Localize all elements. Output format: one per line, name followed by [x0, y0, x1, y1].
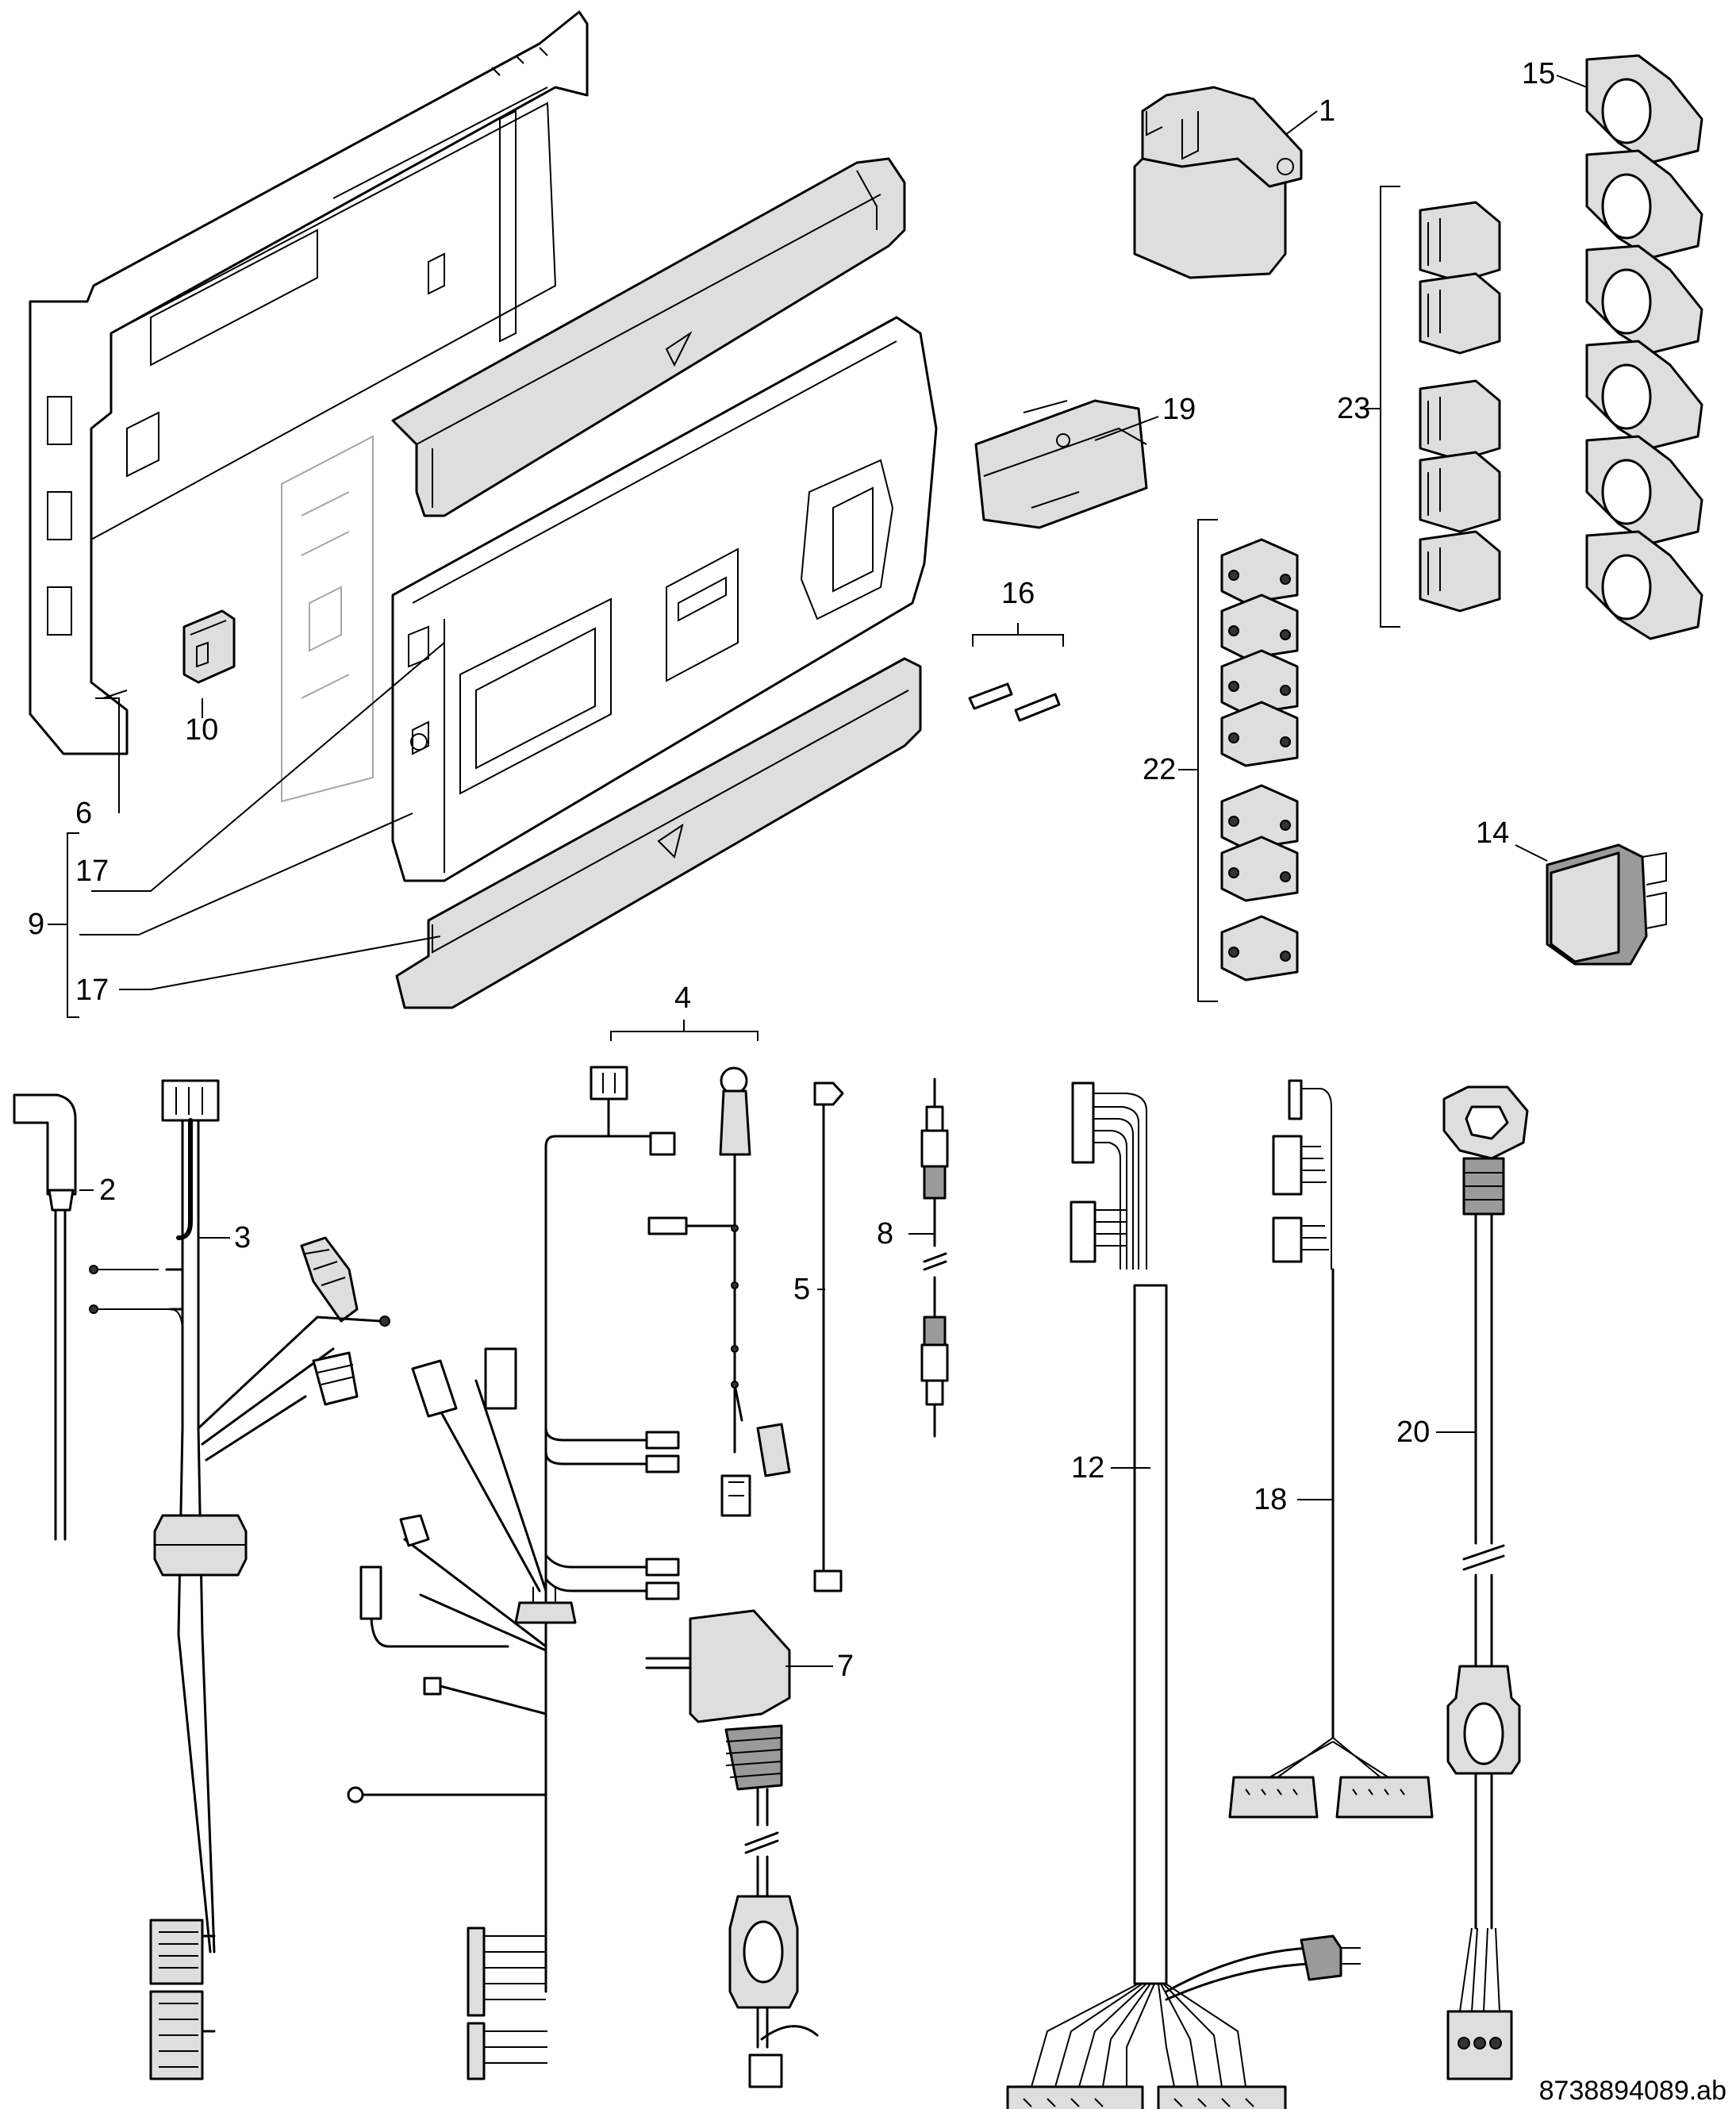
part-18-harness [1228, 1079, 1434, 1819]
part-22-connectors [1220, 538, 1299, 982]
callout-3: 3 [234, 1221, 251, 1254]
part-10-clip [182, 609, 236, 684]
callout-19: 19 [1162, 393, 1196, 426]
back-frame-housing [29, 10, 589, 803]
part-23-terminal-blocks [1419, 201, 1501, 613]
part-5-cable [813, 1081, 844, 1592]
part-15-cable-glands [1585, 54, 1703, 640]
part-20-cable [1442, 1085, 1529, 2080]
callout-6: 6 [75, 797, 92, 830]
callout-7: 7 [837, 1650, 854, 1683]
part-1-transformer [1133, 86, 1303, 279]
part-19-filter-block [974, 399, 1148, 529]
callout-8: 8 [877, 1217, 893, 1250]
part-14-rocker-switch [1546, 843, 1667, 966]
callout-22: 22 [1143, 753, 1176, 786]
part-8-cable [920, 1078, 949, 1438]
callout-16: 16 [1001, 577, 1035, 610]
callout-1: 1 [1319, 94, 1335, 128]
part-12-harness [1006, 1081, 1361, 2109]
callout-10: 10 [185, 713, 218, 747]
control-unit-main-body [391, 316, 938, 882]
part-16-fuses [968, 682, 1061, 722]
callout-17-upper: 17 [75, 855, 109, 888]
control-unit-cover-bottom [395, 657, 922, 1009]
callout-23: 23 [1337, 392, 1370, 425]
callout-20: 20 [1396, 1416, 1430, 1449]
callout-5: 5 [793, 1273, 810, 1306]
callout-9: 9 [28, 908, 44, 941]
callout-2: 2 [99, 1174, 116, 1207]
part-2-sensor [13, 1093, 77, 1541]
control-unit-cover-top [391, 157, 906, 517]
callout-14: 14 [1476, 816, 1509, 850]
callout-12: 12 [1071, 1451, 1104, 1485]
callout-18: 18 [1254, 1483, 1287, 1516]
callout-4: 4 [674, 982, 691, 1015]
callout-15: 15 [1522, 57, 1555, 90]
part-3-harness [89, 1079, 390, 2080]
part-7-mains-cable [645, 1609, 819, 2088]
callout-17-lower: 17 [75, 974, 109, 1007]
leader-lines [48, 75, 1588, 1667]
drawing-reference-number: 8738894089.ab [1539, 2076, 1726, 2106]
part-4-harness [347, 1066, 791, 2080]
